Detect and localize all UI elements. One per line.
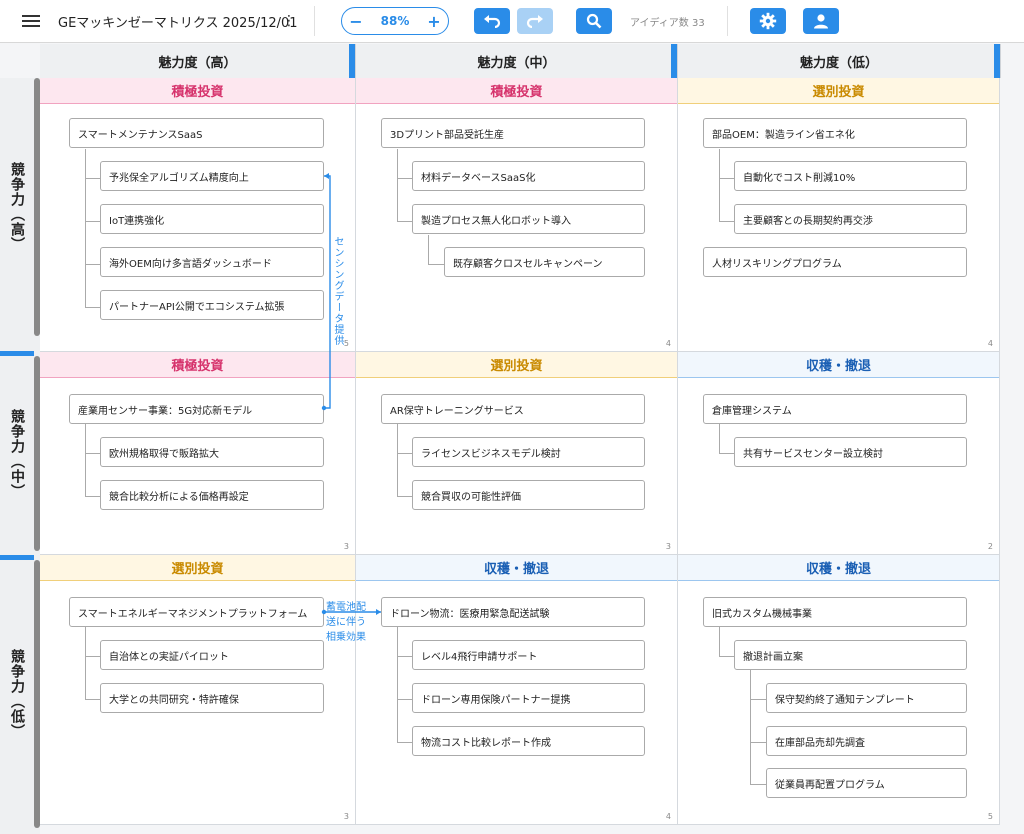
gear-icon bbox=[759, 12, 777, 30]
strategy-label: 積極投資 bbox=[40, 78, 355, 104]
idea-count-badge: 3 bbox=[343, 542, 349, 551]
strategy-label: 選別投資 bbox=[40, 555, 355, 581]
cell-low-high: 選別投資 部品OEM：製造ライン省エネ化 自動化でコスト削減10% 主要顧客との… bbox=[678, 78, 1000, 352]
column-header-low: 魅力度（低） bbox=[678, 44, 1001, 78]
document-title[interactable]: GEマッキンゼーマトリクス 2025/12/01 bbox=[58, 15, 298, 31]
idea-card[interactable]: 競合買収の可能性評価 bbox=[412, 480, 645, 510]
zoom-control: − 88% + bbox=[341, 7, 449, 35]
idea-card[interactable]: 海外OEM向け多言語ダッシュボード bbox=[100, 247, 324, 277]
idea-card[interactable]: 大学との共同研究・特許確保 bbox=[100, 683, 324, 713]
row-header-low: 競争力（低） bbox=[0, 555, 40, 834]
idea-count-badge: 2 bbox=[987, 542, 993, 551]
cell-high-mid: 積極投資 産業用センサー事業：5G対応新モデル 欧州規格取得で販路拡大 競合比較… bbox=[40, 352, 356, 555]
idea-count-badge: 5 bbox=[987, 812, 993, 821]
zoom-in-button[interactable]: + bbox=[427, 11, 441, 31]
row-header-mid: 競争力（中） bbox=[0, 351, 40, 555]
strategy-label: 収穫・撤退 bbox=[678, 352, 999, 378]
search-button[interactable] bbox=[576, 8, 612, 34]
cell-mid-low: 収穫・撤退 ドローン物流：医療用緊急配送試験 レベル4飛行申請サポート ドローン… bbox=[356, 555, 678, 825]
idea-card[interactable]: ライセンスビジネスモデル検討 bbox=[412, 437, 645, 467]
idea-card[interactable]: 保守契約終了通知テンプレート bbox=[766, 683, 967, 713]
idea-count-badge: 5 bbox=[343, 339, 349, 348]
idea-card[interactable]: 競合比較分析による価格再設定 bbox=[100, 480, 324, 510]
strategy-label: 積極投資 bbox=[40, 352, 355, 378]
more-options-icon[interactable]: ⋮ bbox=[282, 13, 296, 29]
idea-card[interactable]: AR保守トレーニングサービス bbox=[381, 394, 645, 424]
strategy-label: 積極投資 bbox=[356, 78, 677, 104]
strategy-label: 収穫・撤退 bbox=[356, 555, 677, 581]
account-button[interactable] bbox=[803, 8, 839, 34]
idea-card[interactable]: 既存顧客クロスセルキャンペーン bbox=[444, 247, 645, 277]
idea-card[interactable]: レベル4飛行申請サポート bbox=[412, 640, 645, 670]
idea-count-badge: 3 bbox=[665, 542, 671, 551]
idea-card[interactable]: 材料データベースSaaS化 bbox=[412, 161, 645, 191]
search-icon bbox=[586, 13, 602, 29]
idea-card[interactable]: 共有サービスセンター設立検討 bbox=[734, 437, 967, 467]
user-icon bbox=[814, 14, 828, 29]
idea-card[interactable]: 在庫部品売却先調査 bbox=[766, 726, 967, 756]
idea-count-badge: 4 bbox=[665, 812, 671, 821]
undo-icon bbox=[484, 15, 501, 28]
redo-icon bbox=[526, 15, 543, 28]
idea-card[interactable]: 撤退計画立案 bbox=[734, 640, 967, 670]
idea-card[interactable]: スマートメンテナンスSaaS bbox=[69, 118, 324, 148]
column-header-high: 魅力度（高） bbox=[40, 44, 356, 78]
idea-card[interactable]: 産業用センサー事業：5G対応新モデル bbox=[69, 394, 324, 424]
undo-button[interactable] bbox=[474, 8, 510, 34]
cell-mid-mid: 選別投資 AR保守トレーニングサービス ライセンスビジネスモデル検討 競合買収の… bbox=[356, 352, 678, 555]
idea-count-badge: 4 bbox=[665, 339, 671, 348]
strategy-label: 収穫・撤退 bbox=[678, 555, 999, 581]
idea-count-badge: 4 bbox=[987, 339, 993, 348]
idea-card[interactable]: 人材リスキリングプログラム bbox=[703, 247, 967, 277]
idea-card[interactable]: 自動化でコスト削減10% bbox=[734, 161, 967, 191]
idea-count-badge: 3 bbox=[343, 812, 349, 821]
idea-card[interactable]: 3Dプリント部品受託生産 bbox=[381, 118, 645, 148]
idea-card[interactable]: 倉庫管理システム bbox=[703, 394, 967, 424]
cell-low-low: 収穫・撤退 旧式カスタム機械事業 撤退計画立案 保守契約終了通知テンプレート 在… bbox=[678, 555, 1000, 825]
idea-card[interactable]: スマートエネルギーマネジメントプラットフォーム bbox=[69, 597, 324, 627]
idea-card[interactable]: パートナーAPI公開でエコシステム拡張 bbox=[100, 290, 324, 320]
zoom-level: 88% bbox=[380, 14, 410, 28]
strategy-label: 選別投資 bbox=[678, 78, 999, 104]
idea-card[interactable]: 旧式カスタム機械事業 bbox=[703, 597, 967, 627]
idea-card[interactable]: 予兆保全アルゴリズム精度向上 bbox=[100, 161, 324, 191]
idea-card[interactable]: 自治体との実証パイロット bbox=[100, 640, 324, 670]
row-header-high: 競争力（高） bbox=[0, 78, 40, 351]
idea-card[interactable]: 製造プロセス無人化ロボット導入 bbox=[412, 204, 645, 234]
link-label-battery[interactable]: 蓄電池配 送に伴う 相乗効果 bbox=[326, 602, 366, 643]
idea-card[interactable]: 欧州規格取得で販路拡大 bbox=[100, 437, 324, 467]
idea-card[interactable]: ドローン専用保険パートナー提携 bbox=[412, 683, 645, 713]
link-label-sensing[interactable]: センシングデータ提供 bbox=[332, 236, 343, 346]
settings-button[interactable] bbox=[750, 8, 786, 34]
idea-card[interactable]: ドローン物流：医療用緊急配送試験 bbox=[381, 597, 645, 627]
idea-card[interactable]: 部品OEM：製造ライン省エネ化 bbox=[703, 118, 967, 148]
idea-card[interactable]: 物流コスト比較レポート作成 bbox=[412, 726, 645, 756]
zoom-out-button[interactable]: − bbox=[349, 11, 363, 31]
cell-low-mid: 収穫・撤退 倉庫管理システム 共有サービスセンター設立検討 2 bbox=[678, 352, 1000, 555]
column-header-mid: 魅力度（中） bbox=[356, 44, 678, 78]
idea-card[interactable]: IoT連携強化 bbox=[100, 204, 324, 234]
cell-high-low: 選別投資 スマートエネルギーマネジメントプラットフォーム 自治体との実証パイロッ… bbox=[40, 555, 356, 825]
strategy-label: 選別投資 bbox=[356, 352, 677, 378]
idea-card[interactable]: 主要顧客との長期契約再交渉 bbox=[734, 204, 967, 234]
cell-high-high: 積極投資 スマートメンテナンスSaaS 予兆保全アルゴリズム精度向上 IoT連携… bbox=[40, 78, 356, 352]
toolbar: GEマッキンゼーマトリクス 2025/12/01 ⋮ − 88% + アイディア… bbox=[0, 0, 1024, 43]
redo-button[interactable] bbox=[517, 8, 553, 34]
menu-icon[interactable] bbox=[18, 10, 46, 32]
idea-count: アイディア数 33 bbox=[630, 17, 705, 29]
cell-mid-high: 積極投資 3Dプリント部品受託生産 材料データベースSaaS化 製造プロセス無人… bbox=[356, 78, 678, 352]
idea-card[interactable]: 従業員再配置プログラム bbox=[766, 768, 967, 798]
